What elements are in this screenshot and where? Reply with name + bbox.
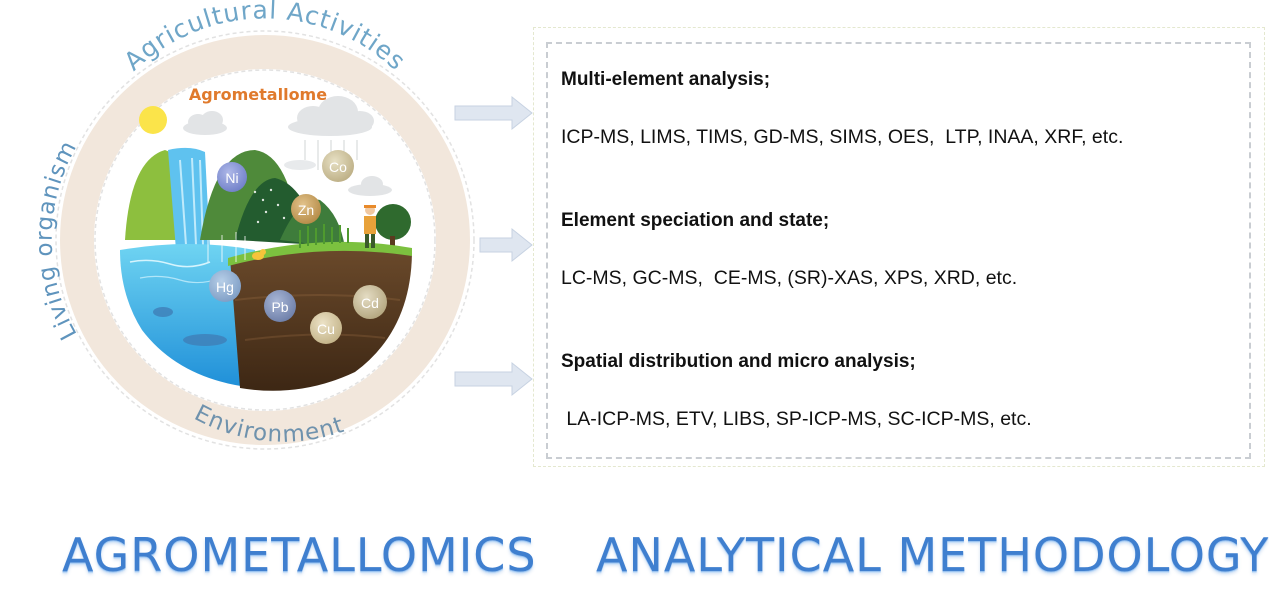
- svg-text:Ni: Ni: [225, 170, 238, 186]
- arrow-icon: [480, 229, 532, 261]
- center-label: Agrometallome: [189, 85, 327, 104]
- svg-text:Cu: Cu: [317, 321, 335, 337]
- methods-panel: [546, 42, 1251, 459]
- method-heading-spatial: Spatial distribution and micro analysis;: [561, 351, 916, 373]
- method-techniques-speciation: LC-MS, GC-MS, CE-MS, (SR)-XAS, XPS, XRD,…: [561, 267, 1017, 290]
- svg-text:Zn: Zn: [298, 202, 314, 218]
- footer-title-right: ANALYTICAL METHODOLOGY: [596, 528, 1269, 582]
- element-bubble-hg: Hg: [209, 270, 241, 302]
- method-techniques-spatial: LA-ICP-MS, ETV, LIBS, SP-ICP-MS, SC-ICP-…: [561, 408, 1032, 431]
- svg-text:Pb: Pb: [271, 299, 288, 315]
- element-bubble-cu: Cu: [310, 312, 342, 344]
- method-techniques-multi-element: ICP-MS, LIMS, TIMS, GD-MS, SIMS, OES, LT…: [561, 126, 1123, 149]
- method-heading-speciation: Element speciation and state;: [561, 210, 829, 232]
- sun-icon: [139, 106, 167, 134]
- element-bubble-zn: Zn: [291, 194, 321, 224]
- svg-text:Co: Co: [329, 159, 347, 175]
- element-bubble-co: Co: [322, 150, 354, 182]
- farmer-icon: [364, 205, 376, 248]
- svg-text:Cd: Cd: [361, 295, 379, 311]
- cloud-icon: [348, 176, 392, 196]
- arrow-icon: [455, 97, 532, 129]
- cloud-icon: [284, 160, 316, 170]
- element-bubble-cd: Cd: [353, 285, 387, 319]
- agro-illustration: [120, 96, 412, 391]
- element-bubble-pb: Pb: [264, 290, 296, 322]
- footer-title-left: AGROMETALLOMICS: [62, 528, 537, 582]
- svg-text:Hg: Hg: [216, 279, 234, 295]
- cloud-icon: [183, 111, 227, 135]
- arrow-icon: [455, 363, 532, 395]
- element-bubble-ni: Ni: [217, 162, 247, 192]
- method-heading-multi-element: Multi-element analysis;: [561, 69, 770, 91]
